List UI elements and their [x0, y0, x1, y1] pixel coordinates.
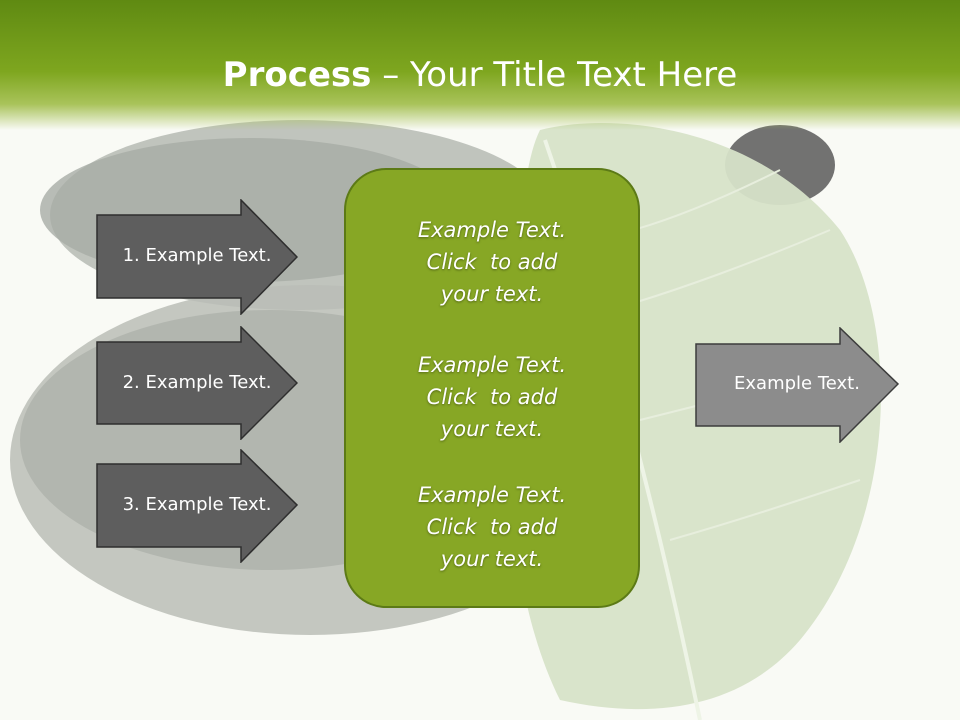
text-block-1-line1: Example Text. [417, 218, 567, 242]
arrow-shape [695, 327, 899, 443]
text-block-2-line1: Example Text. [417, 353, 567, 377]
text-block-2-line2: Click to add [426, 385, 558, 409]
text-block-2: Example Text. Click to add your text. [346, 349, 638, 445]
text-block-3-line3: your text. [440, 547, 544, 571]
text-block-1-line3: your text. [440, 282, 544, 306]
center-text-box[interactable]: Example Text. Click to add your text. Ex… [344, 168, 640, 608]
text-block-2-line3: your text. [440, 417, 544, 441]
arrow-shape [96, 199, 298, 315]
title-bold: Process [222, 55, 372, 95]
process-arrow-2[interactable]: 2. Example Text. [96, 326, 298, 440]
text-block-3-line1: Example Text. [417, 483, 567, 507]
process-arrow-1[interactable]: 1. Example Text. [96, 199, 298, 315]
result-arrow-label: Example Text. [734, 373, 860, 394]
title-rest: Your Title Text Here [410, 55, 738, 95]
slide-title: Process – Your Title Text Here [0, 52, 960, 98]
process-arrow-3[interactable]: 3. Example Text. [96, 449, 298, 563]
arrow-shape [96, 449, 298, 563]
process-arrow-1-label: 1. Example Text. [122, 245, 272, 266]
text-block-1-line2: Click to add [426, 250, 558, 274]
arrow-shape [96, 326, 298, 440]
title-dash: – [371, 55, 411, 95]
process-arrow-2-label: 2. Example Text. [122, 372, 272, 393]
text-block-1: Example Text. Click to add your text. [346, 214, 638, 310]
process-arrow-3-label: 3. Example Text. [122, 494, 272, 515]
result-arrow[interactable]: Example Text. [695, 327, 899, 443]
text-block-3: Example Text. Click to add your text. [346, 479, 638, 575]
title-bar [0, 0, 960, 130]
text-block-3-line2: Click to add [426, 515, 558, 539]
